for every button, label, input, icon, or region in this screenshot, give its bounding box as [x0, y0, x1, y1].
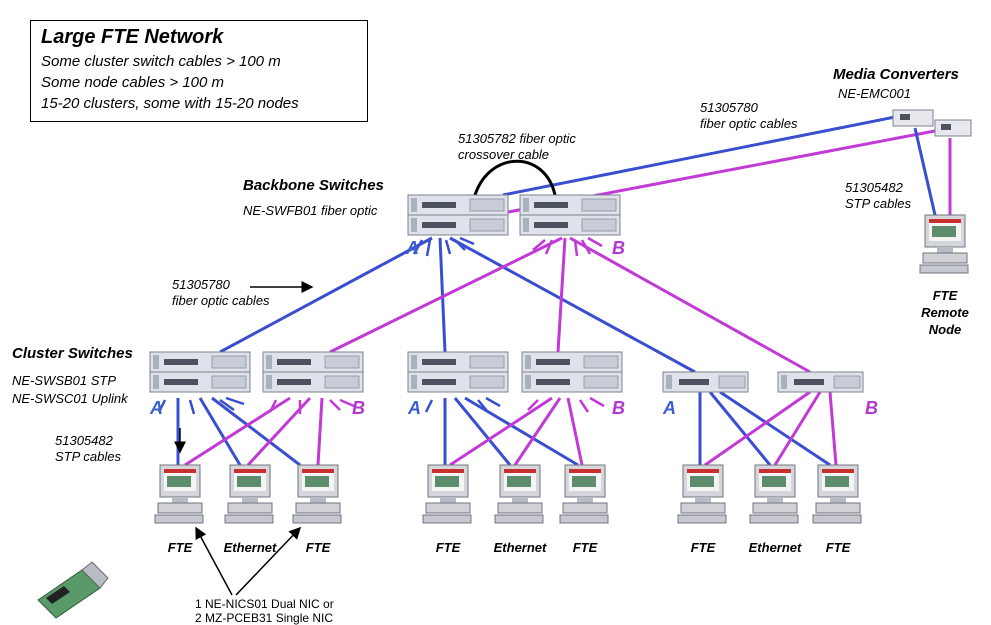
node-pc-6 [559, 464, 609, 524]
node-pc-2 [224, 464, 274, 524]
cluster-model-1: NE-SWSB01 STP [12, 373, 117, 388]
nic-line-2: 2 MZ-PCEB31 Single NIC [195, 611, 334, 625]
node-pc-5 [494, 464, 544, 524]
backbone-switch-a [407, 194, 509, 236]
node-label-9: FTE [825, 540, 851, 555]
cluster2-label-b: B [612, 398, 625, 418]
fiber-cables-left-part: 51305780 [172, 277, 230, 292]
remote-node-line-1: FTE [932, 288, 958, 303]
media-converter-2 [934, 119, 972, 137]
fiber-cables-top-desc: fiber optic cables [700, 116, 798, 131]
cluster1-label-a: A [150, 398, 163, 418]
backbone-cluster-cables [219, 236, 811, 374]
stp-left-desc: STP cables [55, 449, 121, 464]
backbone-model: NE-SWFB01 fiber optic [243, 203, 378, 218]
stp-top-part: 51305482 [845, 180, 903, 195]
node-pc-4 [422, 464, 472, 524]
title-line-1: Some cluster switch cables > 100 m [41, 53, 281, 70]
stp-left-part: 51305482 [55, 433, 113, 448]
media-converter-1 [892, 109, 934, 127]
node-label-7: FTE [690, 540, 716, 555]
node-label-6: FTE [572, 540, 598, 555]
cluster-node-cables [157, 390, 838, 467]
stp-top-desc: STP cables [845, 196, 911, 211]
crossover-part: 51305782 fiber optic [458, 131, 576, 146]
backbone-title: Backbone Switches [243, 177, 384, 194]
remote-node-pc [919, 214, 969, 274]
remote-node-line-3: Node [928, 322, 962, 337]
backbone-label-a: A [406, 238, 419, 258]
fiber-cables-left-desc: fiber optic cables [172, 293, 270, 308]
cluster-switch-3b [777, 371, 864, 393]
cluster2-label-a: A [408, 398, 421, 418]
nic-card-icon [37, 561, 109, 619]
media-converters-title: Media Converters [833, 66, 959, 83]
node-label-4: FTE [435, 540, 461, 555]
title-line-2: Some node cables > 100 m [41, 74, 225, 91]
title-box: Large FTE Network Some cluster switch ca… [30, 20, 368, 122]
cluster-title: Cluster Switches [12, 345, 133, 362]
node-pc-7 [677, 464, 727, 524]
backbone-switch-b [519, 194, 621, 236]
node-label-2: Ethernet [223, 540, 277, 555]
cluster-switch-1a [149, 351, 251, 393]
fiber-cables-top-part: 51305780 [700, 100, 758, 115]
node-pc-9 [812, 464, 862, 524]
backbone-label-b: B [612, 238, 625, 258]
cluster3-label-b: B [865, 398, 878, 418]
cluster-model-2: NE-SWSC01 Uplink [12, 391, 128, 406]
cluster-switch-1b [262, 351, 364, 393]
title-line-3: 15-20 clusters, some with 15-20 nodes [41, 95, 299, 112]
pointer-arrows [174, 281, 314, 596]
cluster3-label-a: A [663, 398, 676, 418]
node-label-1: FTE [167, 540, 193, 555]
cluster-switch-3a [662, 371, 749, 393]
crossover-desc: crossover cable [458, 147, 550, 162]
diagram-title: Large FTE Network [41, 26, 224, 48]
remote-node-line-2: Remote [921, 305, 969, 320]
node-pc-3 [292, 464, 342, 524]
nic-line-1: 1 NE-NICS01 Dual NIC or [195, 597, 334, 611]
media-converters-model: NE-EMC001 [838, 86, 911, 101]
node-pc-8 [749, 464, 799, 524]
node-label-3: FTE [305, 540, 331, 555]
node-label-5: Ethernet [493, 540, 547, 555]
cluster1-label-b: B [352, 398, 365, 418]
node-pc-1 [154, 464, 204, 524]
cluster-switch-2b [521, 351, 623, 393]
cluster-switch-2a [407, 351, 509, 393]
node-label-8: Ethernet [748, 540, 802, 555]
